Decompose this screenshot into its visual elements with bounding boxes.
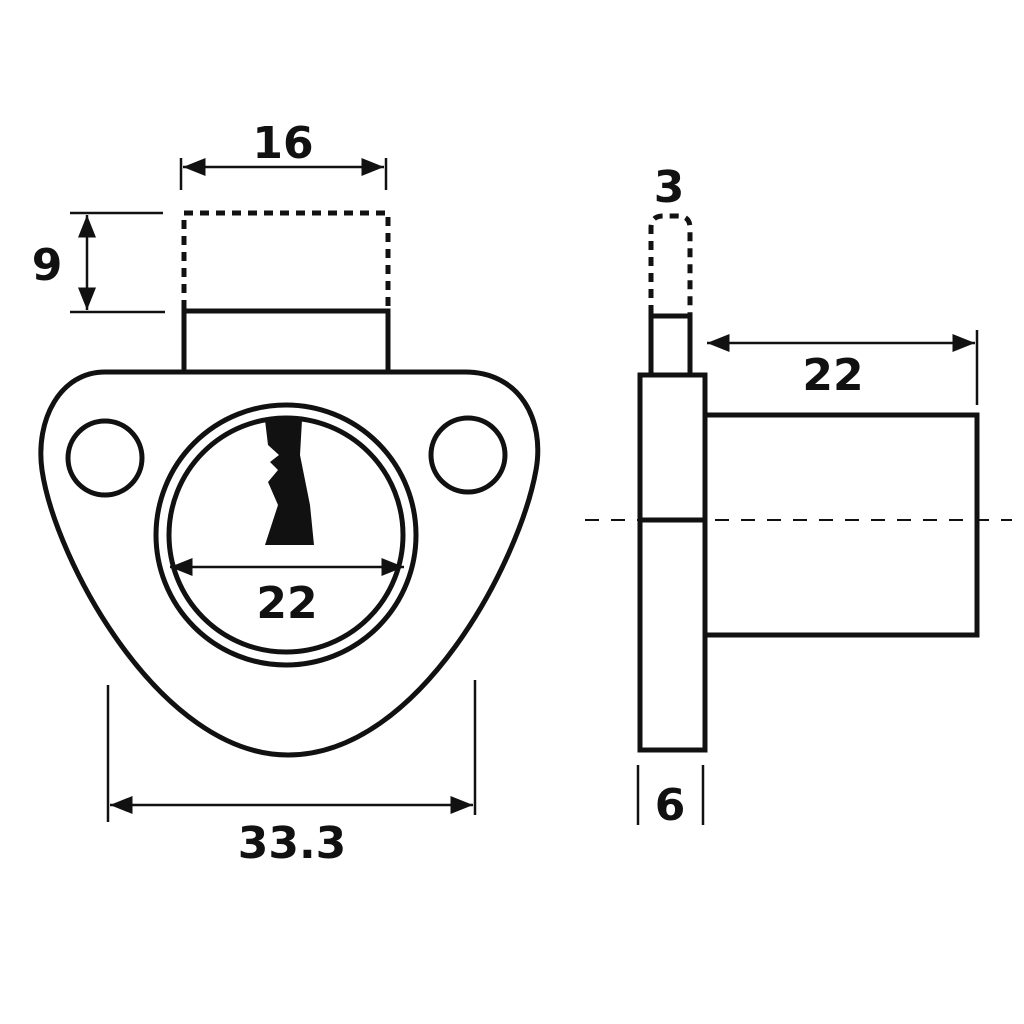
cylinder-body (702, 412, 980, 638)
dim-3-label: 3 (654, 162, 685, 213)
keyway-icon (265, 420, 314, 545)
latch-pin (648, 313, 693, 378)
latch-tab-extended-dashed (181, 210, 391, 309)
side-view: 3 22 6 (585, 162, 1012, 831)
dim-6-label: 6 (655, 780, 686, 831)
latch-pin-extended-dashed (648, 213, 693, 314)
left-mounting-hole (65, 418, 145, 498)
dim-33-label: 33.3 (238, 818, 347, 869)
cylinder-outer-ring (153, 402, 419, 668)
right-mounting-hole (428, 415, 508, 495)
mounting-plate (637, 372, 708, 753)
dim-16-label: 16 (252, 118, 313, 169)
lock-body-outline (38, 369, 541, 758)
latch-tab (181, 308, 391, 375)
front-view: 16 9 22 33.3 (32, 118, 541, 869)
cylinder-inner-ring (166, 415, 406, 655)
dim-9-label: 9 (32, 240, 63, 291)
dim-22-diameter-label: 22 (256, 578, 317, 629)
dim-22-length-label: 22 (802, 350, 863, 401)
